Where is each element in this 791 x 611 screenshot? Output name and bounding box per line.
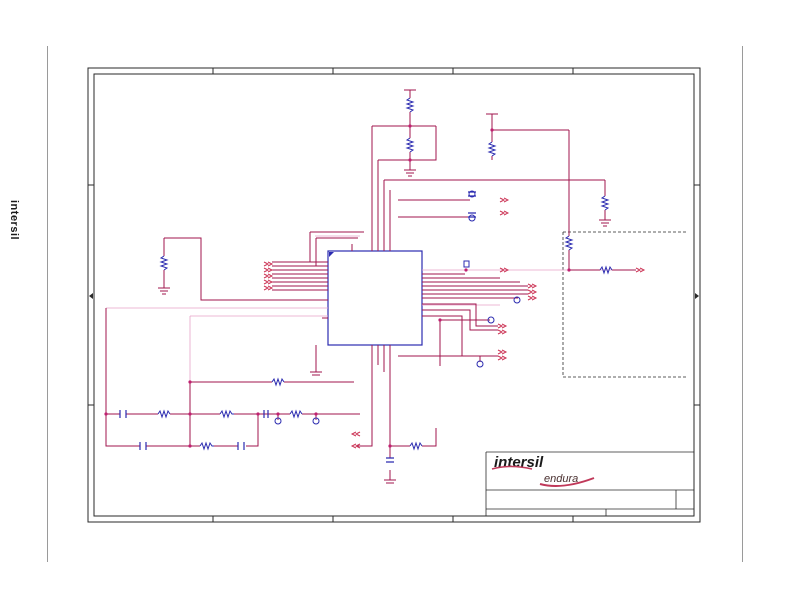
title-block-endura-swoosh: [539, 477, 595, 487]
connector-arrow: [527, 283, 538, 289]
connector-arrow: [499, 197, 510, 203]
resistor: [289, 409, 303, 419]
title-block-logo-swoosh: [491, 465, 533, 470]
junction: [408, 158, 412, 162]
connector-arrow: [527, 289, 538, 295]
ground-nodes: [274, 190, 521, 425]
left-page-rule: [47, 46, 48, 562]
frame-marker-right: [695, 293, 699, 299]
ground-symbol: [310, 371, 322, 376]
ground-symbols: [158, 89, 611, 484]
capacitor: [386, 457, 394, 463]
connector-arrow: [527, 295, 538, 301]
junction: [276, 412, 280, 416]
connector-arrow: [497, 323, 508, 329]
resistor: [564, 235, 574, 251]
junction: [256, 412, 260, 416]
connector-arrow: [263, 273, 274, 279]
connector-arrow: [497, 349, 508, 355]
ground-node: [468, 190, 476, 198]
resistor: [159, 255, 169, 271]
connector-arrow: [263, 279, 274, 285]
wires: [105, 90, 636, 480]
ground-node: [274, 417, 282, 425]
connector-arrow: [635, 267, 646, 273]
junction: [464, 268, 468, 272]
test-point: [463, 260, 470, 268]
resistor: [157, 409, 171, 419]
junction: [188, 444, 192, 448]
junction: [408, 124, 412, 128]
capacitor: [237, 442, 245, 450]
connector-arrow: [499, 267, 510, 273]
connector-arrow: [263, 267, 274, 273]
connector-arrow: [263, 261, 274, 267]
connector-arrow: [263, 285, 274, 291]
connector-arrow: [350, 443, 361, 449]
resistor: [219, 409, 234, 419]
ground-node: [513, 296, 521, 304]
junction: [188, 380, 192, 384]
ground-symbol: [158, 287, 170, 295]
resistor: [409, 441, 423, 451]
resistor: [405, 137, 415, 153]
connector-arrow: [497, 329, 508, 335]
junction: [438, 318, 442, 322]
junction: [314, 412, 318, 416]
junction-dots: [104, 124, 571, 448]
resistor: [199, 441, 214, 451]
resistor: [405, 97, 415, 113]
right-page-rule: [742, 46, 743, 562]
ground-symbol: [384, 479, 396, 484]
junction: [490, 128, 494, 132]
resistor: [600, 195, 610, 211]
resistor: [271, 377, 285, 387]
off-page-connectors: [263, 197, 646, 449]
junction: [104, 412, 108, 416]
frame-marker-left: [89, 293, 93, 299]
capacitor: [119, 410, 127, 418]
resistors: [157, 97, 613, 451]
ground-node: [476, 360, 484, 368]
junction: [188, 412, 192, 416]
title-block: [485, 451, 694, 516]
main-ic: [327, 250, 423, 346]
faint-wires: [106, 199, 630, 382]
resistor: [487, 141, 497, 157]
ground-node: [468, 214, 476, 222]
junction: [388, 444, 392, 448]
ground-symbol: [404, 169, 416, 177]
connector-arrow: [497, 355, 508, 361]
drawing-frame: [87, 67, 701, 523]
connector-arrow: [350, 431, 361, 437]
junction: [567, 268, 571, 272]
capacitor: [139, 442, 147, 450]
dashed-subcircuit-box: [562, 231, 688, 378]
capacitors: [119, 191, 476, 463]
ground-node: [312, 417, 320, 425]
capacitor: [263, 410, 269, 418]
ground-symbol: [599, 219, 611, 227]
resistor: [599, 265, 613, 275]
main-ic-pin1-marker: [329, 252, 334, 257]
title-block-endura-logo: endura: [544, 473, 578, 485]
ground-node: [487, 316, 495, 324]
title-block-intersil-logo: intersil: [494, 454, 544, 471]
connector-arrow: [499, 210, 510, 216]
